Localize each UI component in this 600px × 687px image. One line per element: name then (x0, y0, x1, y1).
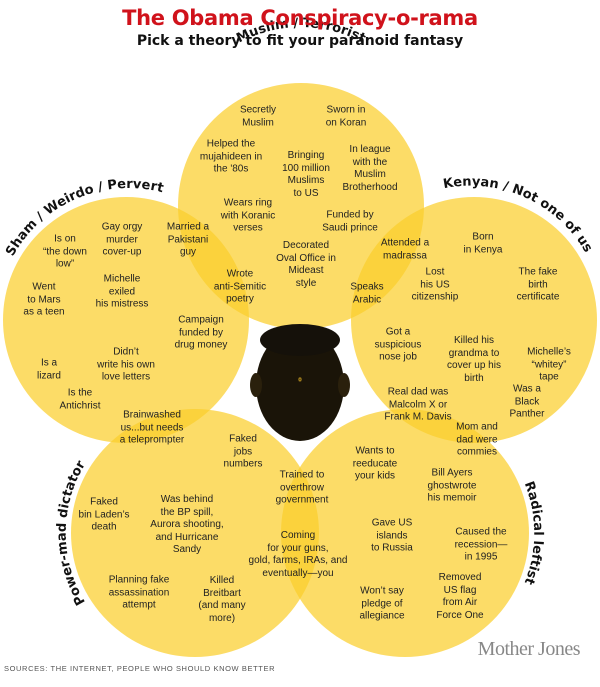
theory-item: Born in Kenya (463, 231, 503, 256)
theory-item: Bringing 100 million Muslims to US (282, 150, 330, 199)
theory-item: Sworn in on Koran (325, 104, 367, 129)
obama-face-illustration (250, 324, 350, 441)
page-subtitle: Pick a theory to fit your paranoid fanta… (136, 33, 464, 49)
theory-item: Secretly Muslim (239, 104, 277, 129)
theory-item: Wrote anti-Semitic poetry (213, 268, 267, 305)
theory-item: Married a Pakistani guy (166, 221, 210, 258)
theory-item: Gave US islands to Russia (371, 517, 413, 554)
circle-power-mad-dictator (71, 409, 319, 657)
theory-item: Real dad was Malcolm X or Frank M. Davis (384, 386, 452, 423)
mother-jones-logo: Mother Jones (477, 638, 581, 660)
theory-item: Wears ring with Koranic verses (220, 197, 276, 234)
theory-item: Gay orgy murder cover-up (101, 221, 143, 258)
theory-item: Is on “the down low” (43, 233, 87, 270)
theory-item: Michelle exiled his mistress (95, 273, 149, 310)
theory-item: Decorated Oval Office in Mideast style (276, 240, 336, 289)
sources-note: SOURCES: THE INTERNET, PEOPLE WHO SHOULD… (4, 664, 276, 673)
theory-item: Killed Breitbart (and many more) (198, 575, 246, 624)
theory-item: Faked jobs numbers (223, 433, 263, 470)
theory-item: Helped the mujahideen in the '80s (199, 138, 263, 175)
theory-item: Is a lizard (37, 357, 61, 382)
theory-item: Bill Ayers ghostwrote his memoir (427, 467, 477, 504)
theory-item: Didn’t write his own love letters (97, 346, 155, 383)
theory-item: Was behind the BP spill, Aurora shooting… (150, 493, 224, 555)
theory-item: Lost his US citizenship (411, 266, 459, 303)
theory-item: Won’t say pledge of allegiance (359, 585, 405, 622)
theory-item: Funded by Saudi prince (322, 209, 378, 234)
theory-item: Brainwashed us...but needs a teleprompte… (119, 409, 185, 446)
theory-item: Is the Antichrist (59, 387, 101, 412)
theory-item: Campaign funded by drug money (174, 314, 228, 351)
theory-item: Removed US flag from Air Force One (436, 572, 484, 621)
circle-kenyan (351, 197, 597, 443)
theory-item: Was a Black Panther (509, 383, 545, 420)
theory-item: Michelle’s “whitey” tape (527, 346, 571, 383)
theory-item: Attended a madrassa (380, 237, 430, 262)
theory-item: Wants to reeducate your kids (352, 445, 398, 482)
theory-item: Trained to overthrow government (275, 469, 329, 506)
theory-item: Got a suspicious nose job (374, 326, 422, 363)
page-title: The Obama Conspiracy-o-rama (122, 6, 478, 30)
theory-item: Caused the recession— in 1995 (454, 526, 508, 563)
theory-item: Coming for your guns, gold, farms, IRAs,… (248, 530, 348, 579)
theory-item: Mom and dad were commies (456, 421, 498, 458)
theory-item: Killed his grandma to cover up his birth (447, 335, 501, 384)
theory-item: Went to Mars as a teen (23, 281, 65, 318)
theory-item: Planning fake assassination attempt (108, 574, 170, 611)
circle-radical-leftist (281, 409, 529, 657)
theory-item: Faked bin Laden’s death (78, 496, 130, 533)
circle-muslim-terrorist (178, 83, 424, 329)
theory-item: In league with the Muslim Brotherhood (342, 144, 398, 193)
circle-sham-weirdo-pervert (3, 197, 249, 443)
theory-item: The fake birth certificate (516, 266, 560, 303)
theory-item: Speaks Arabic (350, 281, 384, 306)
